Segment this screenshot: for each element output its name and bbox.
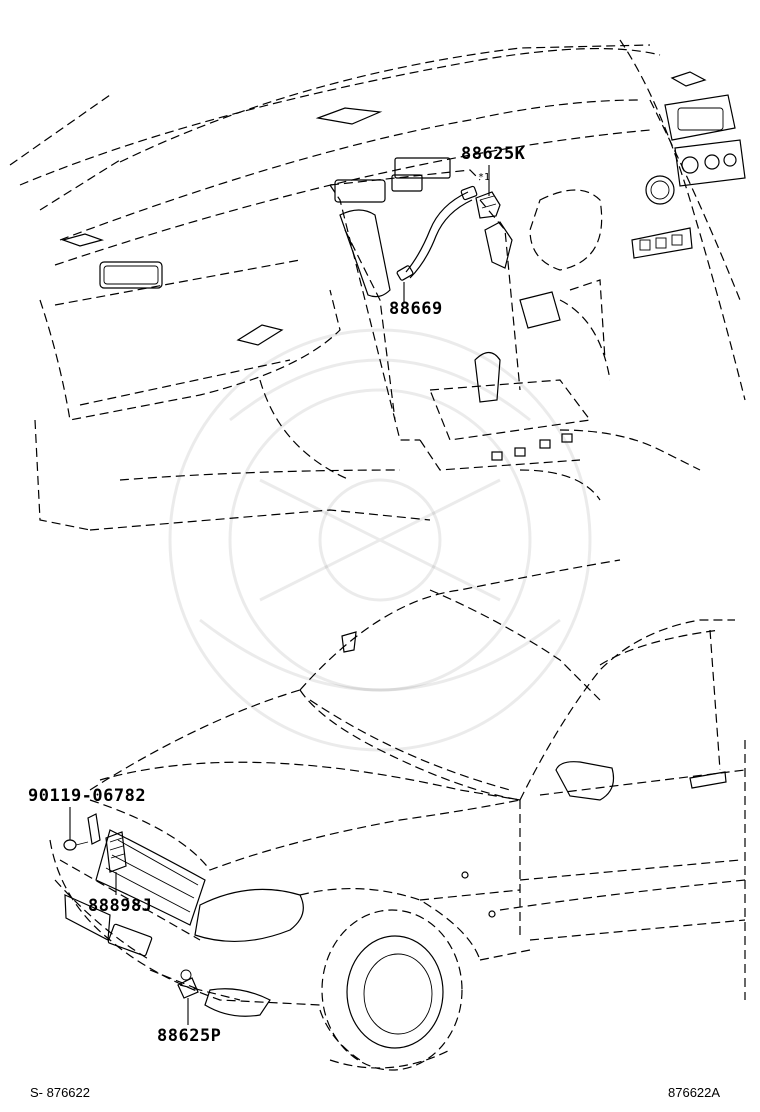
horn-switch-k-part	[475, 191, 501, 219]
footer-left-code: S- 876622	[30, 1085, 90, 1100]
wire-hose-part	[396, 185, 478, 281]
footer-right-code: 876622A	[668, 1085, 721, 1100]
dashboard-view: *1	[9, 39, 746, 531]
car-exterior-view	[49, 559, 746, 1071]
watermark-emblem	[168, 328, 592, 752]
part-label-90119-06782: 90119-06782	[28, 786, 147, 806]
horn-switch-p-part	[177, 969, 199, 999]
part-label-88625p: 88625P	[157, 1026, 222, 1046]
callout-ref-mark: *1	[478, 172, 490, 183]
part-label-88898j: 88898J	[88, 896, 153, 916]
part-label-88625k: 88625K	[461, 144, 526, 164]
bolt-part	[63, 839, 89, 851]
sensor-part	[87, 813, 127, 873]
part-label-88669: 88669	[389, 299, 443, 319]
